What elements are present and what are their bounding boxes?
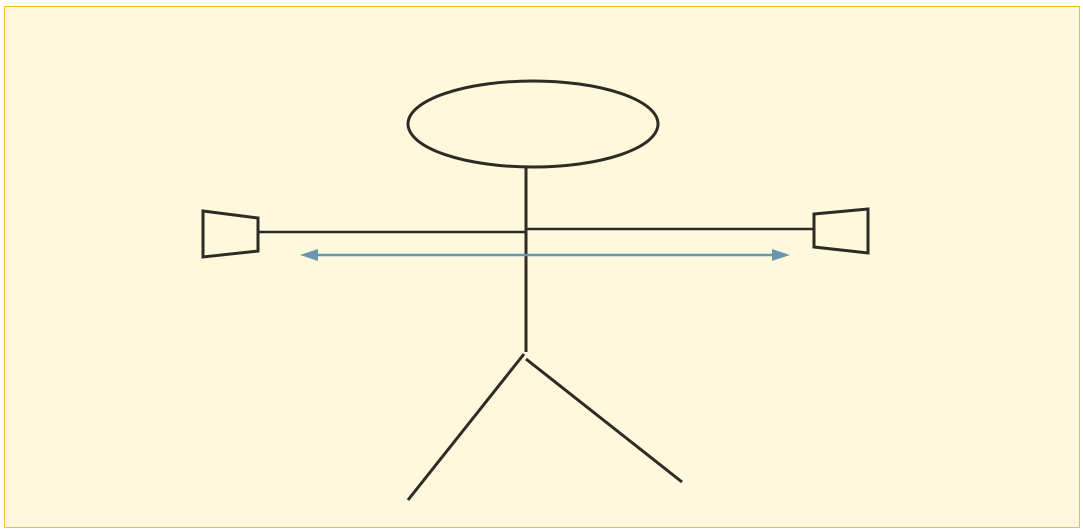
left-speaker-icon [203,211,258,257]
arrow-head-left [300,249,318,261]
right-speaker-icon [814,209,868,253]
arrow-head-right [772,249,790,261]
figure-left-leg [408,354,524,500]
figure-head [408,81,658,167]
double-headed-arrow [300,249,790,261]
figure-right-leg [526,359,682,482]
